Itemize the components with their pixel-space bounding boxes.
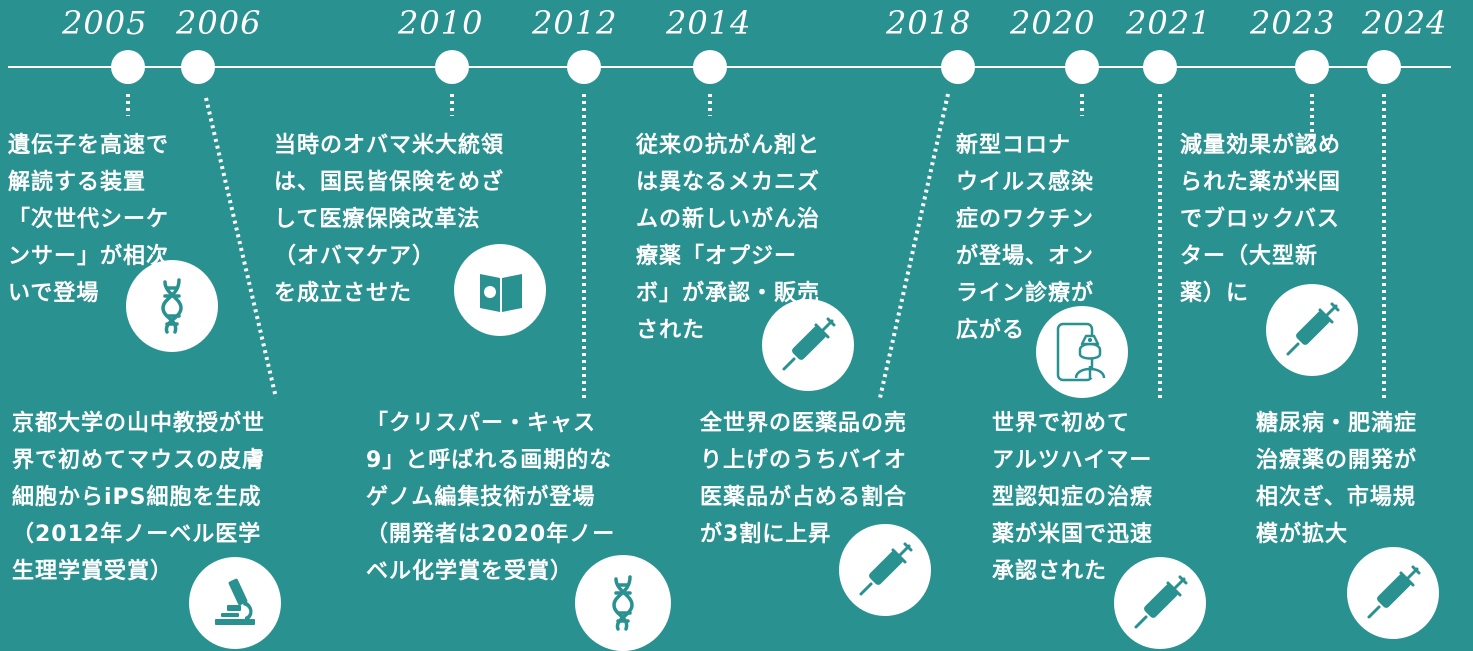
event-line: いで登場 — [8, 281, 100, 306]
event-line: 世界で初めて — [992, 411, 1131, 436]
event-line: 薬）に — [1180, 281, 1250, 306]
year-label-2020: 2020 — [1010, 4, 1096, 42]
event-line: ンサー」が相次 — [8, 244, 170, 269]
event-line: （開発者は2020年ノー — [366, 522, 616, 547]
timeline-node-2012 — [567, 50, 601, 84]
dna-icon — [126, 260, 218, 352]
event-line: 広がる — [956, 318, 1026, 343]
event-line: 界で初めてマウスの皮膚 — [12, 448, 266, 473]
event-text-2010: 当時のオバマ米大統領は、国民皆保険をめざして医療保険改革法 （オバマケア） を成立さ… — [274, 127, 504, 312]
event-line: 細胞からiPS細胞を生成 — [12, 485, 262, 510]
event-line: 「次世代シーケ — [8, 207, 170, 232]
event-line: 治療薬の開発が — [1256, 448, 1418, 473]
event-line: ウイルス感染 — [956, 170, 1095, 195]
event-text-2021: 世界で初めてアルツハイマー型認知症の治療薬が米国で迅速承認された — [992, 405, 1153, 590]
timeline-node-2020 — [1065, 50, 1099, 84]
event-line: 医薬品が占める割合 — [700, 485, 908, 510]
syringe-icon — [1266, 284, 1358, 376]
event-line: 承認された — [992, 559, 1108, 584]
event-line: ター（大型新 — [1180, 244, 1319, 269]
syringe-icon — [1114, 557, 1206, 649]
event-line: ベル化学賞を受賞） — [366, 559, 574, 584]
event-text-2024: 糖尿病・肥満症治療薬の開発が相次ぎ、市場規模が拡大 — [1256, 405, 1417, 553]
timeline-node-2005 — [111, 50, 145, 84]
year-label-2005: 2005 — [62, 4, 148, 42]
event-line: （2012年ノーベル医学 — [12, 522, 262, 547]
event-text-2014: 従来の抗がん剤とは異なるメカニズムの新しいがん治療薬「オプジーボ」が承認・販売さ… — [636, 127, 820, 349]
year-label-2006: 2006 — [176, 4, 262, 42]
event-line: 模が拡大 — [1256, 522, 1349, 547]
event-line: ライン診療が — [956, 281, 1095, 306]
timeline-node-2014 — [693, 50, 727, 84]
event-line: ゲノム編集技術が登場 — [366, 485, 596, 510]
event-line: ボ」が承認・販売 — [636, 281, 821, 306]
event-line: 京都大学の山中教授が世 — [12, 411, 266, 436]
event-text-2006: 京都大学の山中教授が世界で初めてマウスの皮膚細胞からiPS細胞を生成 （2012年… — [12, 405, 265, 590]
event-line: を成立させた — [274, 281, 413, 306]
event-line: 9」と呼ばれる画期的な — [366, 448, 613, 473]
event-line: でブロックバス — [1180, 207, 1340, 232]
event-line: 症のワクチン — [956, 207, 1095, 232]
event-line: 療薬「オプジー — [636, 244, 798, 269]
event-line: 解読する装置 — [8, 170, 147, 195]
year-label-2010: 2010 — [398, 4, 484, 42]
event-line: 型認知症の治療 — [992, 485, 1154, 510]
timeline-node-2010 — [435, 50, 469, 84]
connector-2006 — [204, 97, 278, 399]
microscope-icon — [189, 557, 281, 649]
year-label-2023: 2023 — [1250, 4, 1336, 42]
event-line: アルツハイマー — [992, 448, 1153, 473]
year-label-2012: 2012 — [532, 4, 618, 42]
event-text-2018: 全世界の医薬品の売り上げのうちバイオ医薬品が占める割合が3割に上昇 — [700, 405, 907, 553]
event-line: 全世界の医薬品の売 — [700, 411, 908, 436]
event-line: は、国民皆保険をめざ — [274, 170, 505, 195]
connector-2018 — [878, 93, 950, 399]
syringe-icon — [762, 299, 854, 391]
timeline-node-2021 — [1143, 50, 1177, 84]
year-label-2014: 2014 — [666, 4, 752, 42]
event-line: は異なるメカニズ — [636, 170, 821, 195]
event-line: された — [636, 318, 706, 343]
timeline-node-2024 — [1367, 50, 1401, 84]
syringe-icon — [1347, 547, 1439, 639]
event-line: して医療保険改革法 — [274, 207, 481, 232]
event-line: り上げのうちバイオ — [700, 448, 908, 473]
event-text-2020: 新型コロナウイルス感染症のワクチンが登場、オンライン診療が広がる — [956, 127, 1094, 349]
year-label-2018: 2018 — [886, 4, 972, 42]
event-line: 遺伝子を高速で — [8, 133, 170, 158]
event-line: 薬が米国で迅速 — [992, 522, 1154, 547]
event-line: 生理学賞受賞） — [12, 559, 174, 584]
syringe-icon — [839, 524, 931, 616]
event-line: 相次ぎ、市場規 — [1256, 485, 1416, 510]
event-text-2023: 減量効果が認められた薬が米国でブロックバスター（大型新薬）に — [1180, 127, 1341, 312]
event-line: 当時のオバマ米大統領 — [274, 133, 505, 158]
event-text-2005: 遺伝子を高速で解読する装置「次世代シーケンサー」が相次いで登場 — [8, 127, 169, 312]
event-line: 減量効果が認め — [1180, 133, 1342, 158]
dna-icon — [575, 555, 671, 651]
event-line: 新型コロナ — [956, 133, 1072, 158]
event-line: 糖尿病・肥満症 — [1256, 411, 1418, 436]
timeline-node-2006 — [181, 50, 215, 84]
event-line: が3割に上昇 — [700, 522, 832, 547]
timeline-node-2023 — [1295, 50, 1329, 84]
event-line: が登場、オン — [956, 244, 1095, 269]
year-label-2021: 2021 — [1126, 4, 1212, 42]
book-icon — [454, 244, 546, 336]
event-line: 「クリスパー・キャス — [366, 411, 597, 436]
event-line: （オバマケア） — [274, 244, 436, 269]
timeline-node-2018 — [941, 50, 975, 84]
telemedicine-icon — [1036, 306, 1128, 398]
year-label-2024: 2024 — [1362, 4, 1448, 42]
event-line: 従来の抗がん剤と — [636, 133, 821, 158]
timeline-axis — [8, 66, 1451, 68]
event-line: られた薬が米国 — [1180, 170, 1342, 195]
event-text-2012: 「クリスパー・キャス 9」と呼ばれる画期的なゲノム編集技術が登場 （開発者は2020… — [366, 405, 615, 590]
event-line: ムの新しいがん治 — [636, 207, 821, 232]
